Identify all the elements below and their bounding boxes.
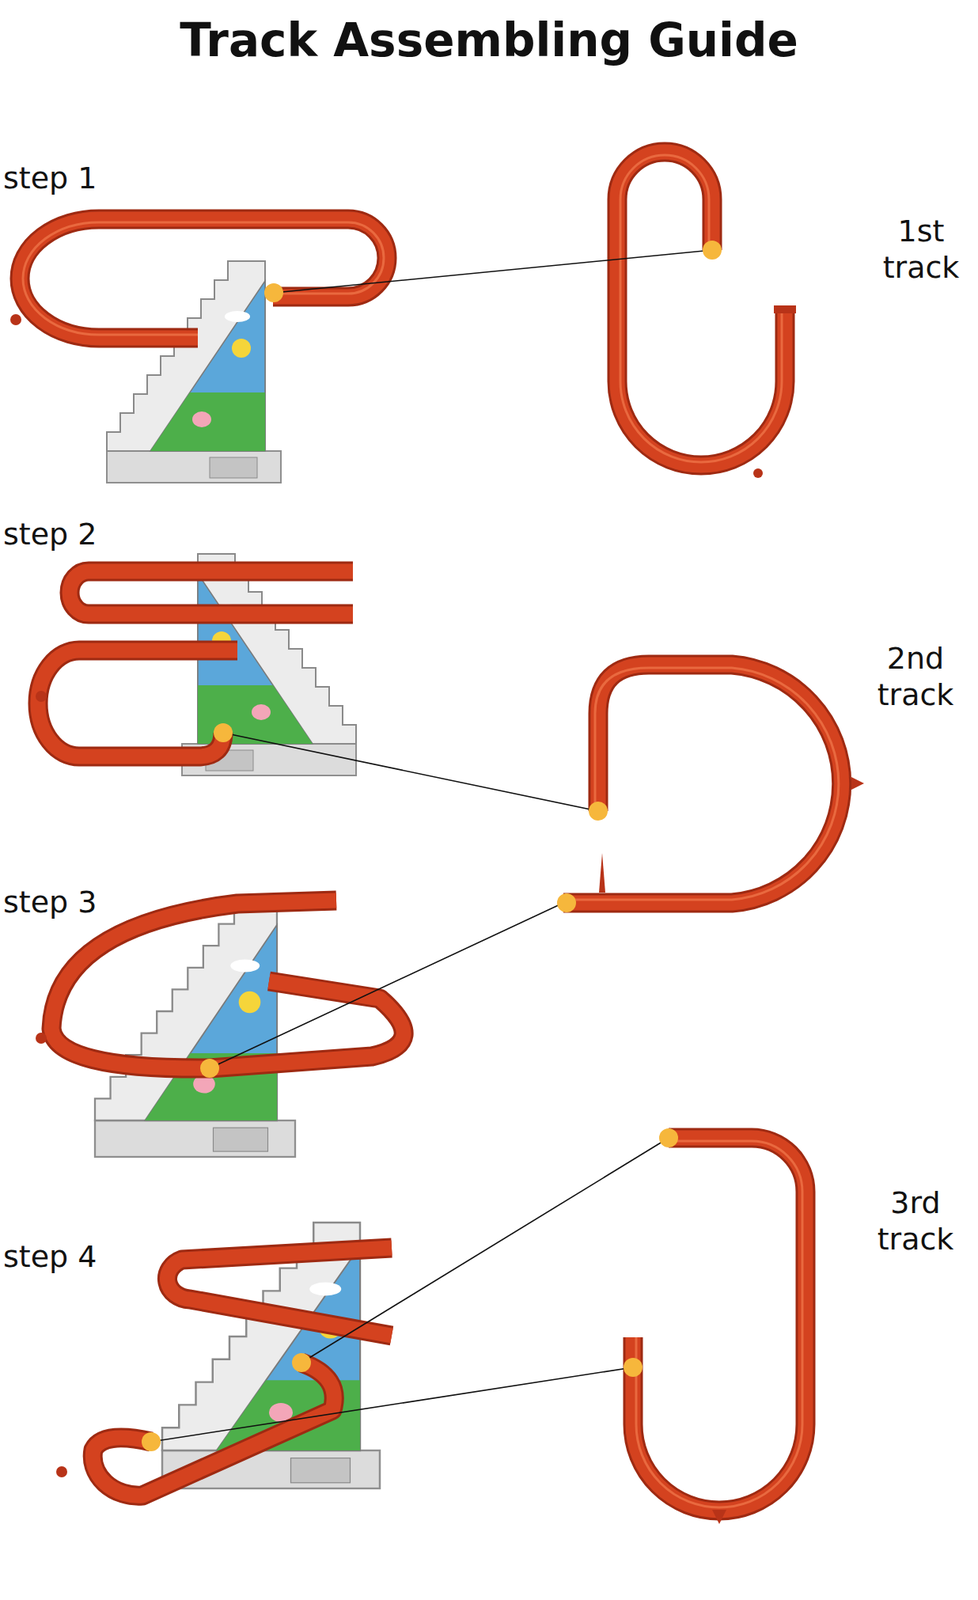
track bbox=[92, 1362, 334, 1496]
step-label: step 1 bbox=[3, 160, 162, 198]
part-label: 2nd track bbox=[857, 640, 974, 713]
step-label: step 2 bbox=[3, 516, 162, 554]
stairs bbox=[106, 261, 281, 483]
track-knob bbox=[35, 1032, 47, 1044]
leader-line bbox=[301, 1137, 669, 1363]
connection-dot bbox=[213, 723, 233, 743]
connection-dot bbox=[557, 893, 577, 913]
title: Track Assembling Guide bbox=[0, 14, 978, 68]
connection-dot bbox=[659, 1128, 679, 1148]
connection-dot bbox=[588, 801, 608, 821]
track-knob bbox=[753, 468, 763, 478]
track-knob bbox=[712, 1509, 727, 1524]
track bbox=[69, 571, 353, 615]
leader-line bbox=[209, 902, 564, 1069]
connection-dot bbox=[291, 1353, 311, 1373]
track bbox=[166, 1247, 392, 1336]
connection-dot bbox=[200, 1058, 220, 1078]
track bbox=[37, 650, 238, 757]
step-label: step 4 bbox=[3, 1239, 162, 1276]
connection-dot bbox=[702, 240, 722, 260]
track-knob bbox=[10, 314, 22, 326]
track bbox=[37, 650, 238, 757]
step-label: step 3 bbox=[3, 884, 162, 922]
track-knob bbox=[35, 690, 47, 702]
connection-dot bbox=[264, 283, 284, 303]
track bbox=[19, 219, 387, 338]
track bbox=[92, 1362, 334, 1496]
track-piece bbox=[633, 1137, 806, 1511]
leader-line bbox=[223, 732, 599, 812]
connection-dot bbox=[141, 1432, 161, 1452]
track-piece bbox=[617, 151, 785, 466]
track bbox=[69, 571, 353, 615]
leader-line bbox=[151, 1367, 634, 1442]
track bbox=[166, 1247, 392, 1336]
track-highlight bbox=[636, 1141, 803, 1508]
part-label: 1st track bbox=[868, 213, 974, 286]
track bbox=[51, 900, 404, 1069]
track bbox=[19, 219, 387, 338]
track-connector bbox=[773, 305, 797, 314]
part-label: 3rd track bbox=[857, 1185, 974, 1258]
track bbox=[51, 900, 404, 1069]
track-piece bbox=[617, 151, 785, 466]
track-knob bbox=[56, 1466, 68, 1478]
track-highlight bbox=[563, 667, 839, 900]
track-spike bbox=[598, 852, 606, 893]
track-piece bbox=[633, 1137, 806, 1511]
track-knob bbox=[851, 777, 865, 790]
track-highlight bbox=[22, 222, 384, 335]
track-highlight bbox=[620, 155, 782, 463]
track-piece bbox=[563, 664, 842, 903]
leader-line bbox=[273, 250, 713, 293]
connection-dot bbox=[623, 1357, 643, 1377]
track-piece bbox=[563, 664, 842, 903]
